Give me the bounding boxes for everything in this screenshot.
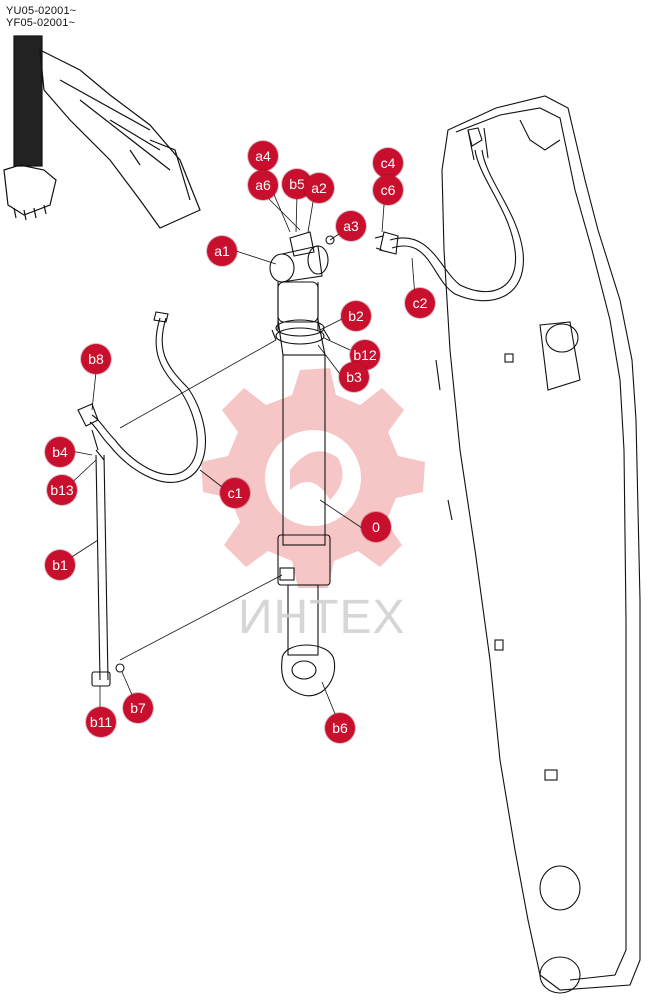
callout-b7[interactable]: b7 — [123, 693, 153, 723]
callout-0[interactable]: 0 — [361, 512, 391, 542]
cylinder-head-pin — [269, 231, 335, 283]
callout-b4[interactable]: b4 — [45, 437, 75, 467]
serial-number-1: YU05-02001~ — [6, 5, 77, 17]
watermark-text: ИНТЕХ — [238, 591, 406, 644]
callout-b1[interactable]: b1 — [45, 550, 75, 580]
hose-c1 — [89, 311, 206, 483]
callout-b11[interactable]: b11 — [86, 707, 116, 737]
cylinder-body — [277, 281, 336, 697]
excavator-thumbnail — [3, 35, 201, 229]
clamp-b2 — [271, 319, 331, 345]
callout-a4[interactable]: a4 — [248, 141, 278, 171]
callout-c2[interactable]: c2 — [405, 288, 435, 318]
boom-outline — [435, 95, 641, 994]
callout-b13[interactable]: b13 — [47, 475, 77, 505]
callout-b6[interactable]: b6 — [325, 713, 355, 743]
callout-b8[interactable]: b8 — [81, 344, 111, 374]
callout-a3[interactable]: a3 — [336, 211, 366, 241]
leader-lines — [63, 170, 416, 727]
callout-a6[interactable]: a6 — [248, 170, 278, 200]
callout-c4[interactable]: c4 — [373, 148, 403, 178]
callout-a1[interactable]: a1 — [207, 236, 237, 266]
hose-c2 — [374, 127, 524, 302]
callout-b2[interactable]: b2 — [341, 301, 371, 331]
callout-c6[interactable]: c6 — [373, 175, 403, 205]
serial-number-2: YF05-02001~ — [6, 17, 76, 29]
callout-a2[interactable]: a2 — [304, 173, 334, 203]
callout-b3[interactable]: b3 — [339, 362, 369, 392]
pipe-b1 — [77, 403, 125, 687]
callout-c1[interactable]: c1 — [220, 478, 250, 508]
